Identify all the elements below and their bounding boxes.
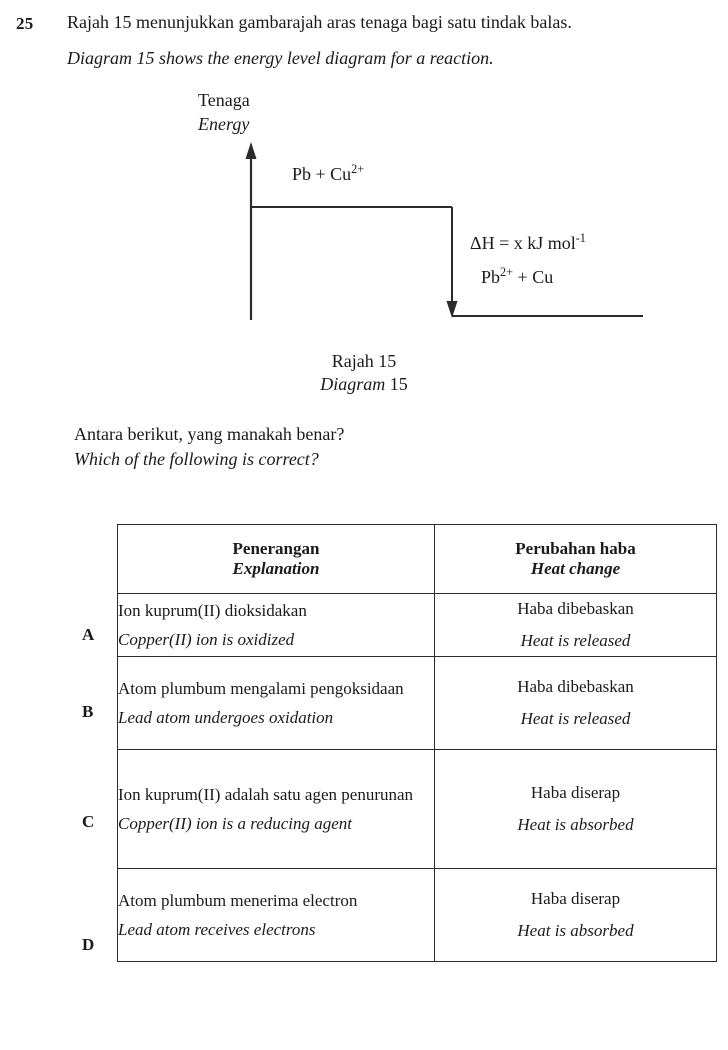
question-number: 25 (16, 14, 34, 33)
option-a-heat-malay: Haba dibebaskan (517, 599, 634, 619)
product-charge: 2+ (500, 265, 514, 279)
enthalpy-text: ΔH = x kJ mol (470, 233, 576, 253)
option-c-explanation: Ion kuprum(II) adalah satu agen penuruna… (117, 749, 435, 869)
option-d-explanation: Atom plumbum menerima electron Lead atom… (117, 868, 435, 962)
caption-word: Diagram (320, 374, 386, 394)
axis-label-english: Energy (198, 114, 250, 134)
option-b-explanation: Atom plumbum mengalami pengoksidaan Lead… (117, 656, 435, 750)
reactant-formula: Pb + Cu (292, 164, 352, 184)
question-prompt-english: Which of the following is correct? (74, 449, 319, 469)
energy-level-diagram: Tenaga Energy Pb + Cu2+ ΔH = x kJ mol-1 … (0, 85, 728, 335)
option-d-heat-malay: Haba diserap (530, 889, 621, 909)
header-explanation: Penerangan Explanation (117, 524, 435, 594)
table-row[interactable]: Ion kuprum(II) adalah satu agen penuruna… (117, 749, 717, 869)
product-rest: + Cu (513, 267, 554, 287)
option-c-explanation-english: Copper(II) ion is a reducing agent (118, 813, 353, 833)
caption-number: 15 (389, 374, 408, 394)
enthalpy-exponent: -1 (575, 231, 586, 245)
option-a-explanation-malay: Ion kuprum(II) dioksidakan (118, 600, 307, 620)
diagram-caption-english: Diagram 15 (0, 374, 728, 395)
table-header-row: Penerangan Explanation Perubahan haba He… (117, 524, 717, 594)
table-row[interactable]: Atom plumbum menerima electron Lead atom… (117, 868, 717, 962)
option-b-explanation-malay: Atom plumbum mengalami pengoksidaan (118, 678, 404, 698)
option-a-explanation-english: Copper(II) ion is oxidized (118, 629, 295, 649)
enthalpy-change-label: ΔH = x kJ mol-1 (470, 231, 586, 254)
option-a-heat-english: Heat is released (520, 631, 631, 650)
header-heat-malay: Perubahan haba (515, 539, 636, 558)
header-heat-change: Perubahan haba Heat change (434, 524, 717, 594)
diagram-caption-malay: Rajah 15 (331, 351, 397, 371)
question-stem-english: Diagram 15 shows the energy level diagra… (67, 48, 494, 68)
option-letter-c: C (82, 812, 95, 831)
reactant-label: Pb + Cu2+ (292, 162, 365, 185)
option-c-heat-malay: Haba diserap (530, 783, 621, 803)
answer-options-table: Penerangan Explanation Perubahan haba He… (117, 524, 717, 962)
question-prompt-malay: Antara berikut, yang manakah benar? (74, 424, 345, 444)
table-row[interactable]: Ion kuprum(II) dioksidakan Copper(II) io… (117, 593, 717, 657)
option-b-heat-english: Heat is released (520, 709, 631, 728)
product-lead: Pb (481, 267, 501, 287)
header-explanation-english: Explanation (232, 559, 320, 578)
option-c-heat-change: Haba diserap Heat is absorbed (434, 749, 717, 869)
option-b-heat-malay: Haba dibebaskan (517, 677, 634, 697)
header-heat-english: Heat change (530, 559, 621, 578)
table-row[interactable]: Atom plumbum mengalami pengoksidaan Lead… (117, 656, 717, 750)
question-stem-malay: Rajah 15 menunjukkan gambarajah aras ten… (67, 12, 572, 32)
option-d-explanation-english: Lead atom receives electrons (118, 919, 316, 939)
axis-label-malay: Tenaga (198, 90, 250, 110)
option-d-explanation-malay: Atom plumbum menerima electron (118, 890, 358, 910)
product-label: Pb2+ + Cu (481, 265, 554, 288)
option-letter-b: B (82, 702, 94, 721)
option-a-explanation: Ion kuprum(II) dioksidakan Copper(II) io… (117, 593, 435, 657)
option-b-heat-change: Haba dibebaskan Heat is released (434, 656, 717, 750)
option-d-heat-change: Haba diserap Heat is absorbed (434, 868, 717, 962)
header-explanation-malay: Penerangan (232, 539, 320, 558)
option-letter-a: A (82, 625, 95, 644)
option-a-heat-change: Haba dibebaskan Heat is released (434, 593, 717, 657)
option-d-heat-english: Heat is absorbed (517, 921, 634, 940)
option-c-explanation-malay: Ion kuprum(II) adalah satu agen penuruna… (118, 784, 414, 804)
option-c-heat-english: Heat is absorbed (517, 815, 634, 834)
reactant-charge: 2+ (351, 162, 365, 176)
option-b-explanation-english: Lead atom undergoes oxidation (118, 707, 334, 727)
option-letter-d: D (82, 935, 95, 954)
